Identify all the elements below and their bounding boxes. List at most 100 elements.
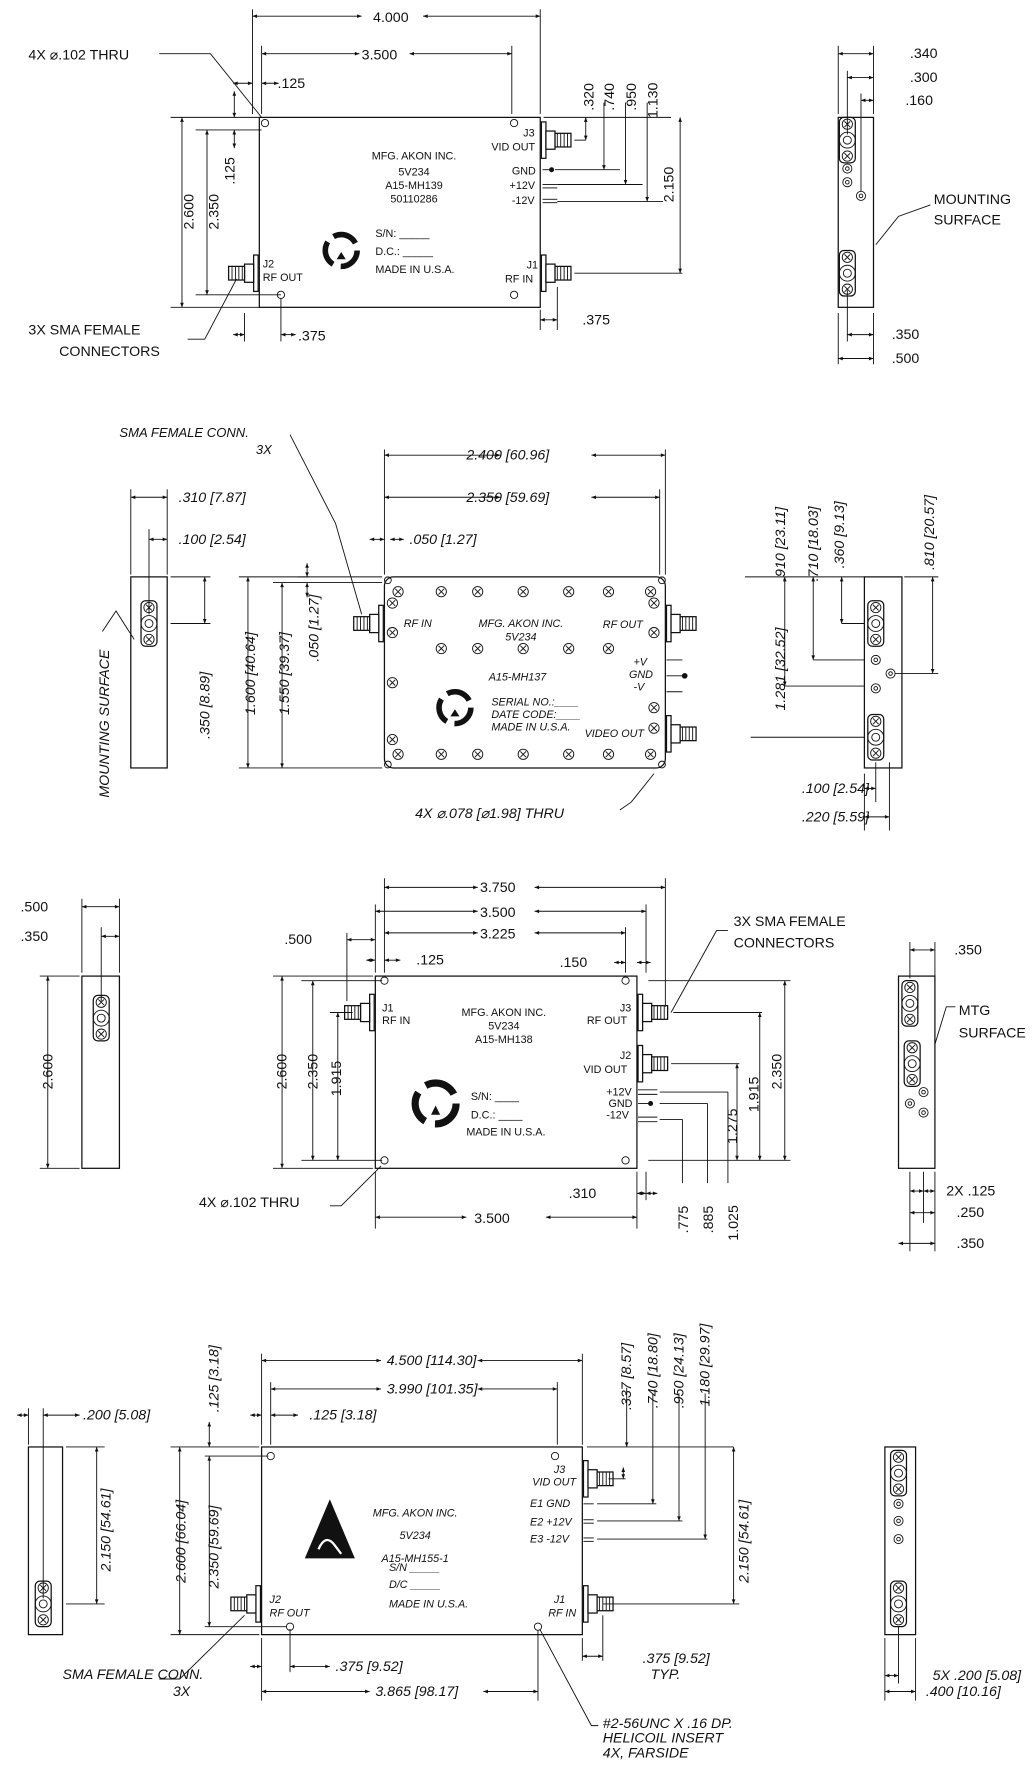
arrowhead [390, 537, 395, 542]
screw-head [648, 597, 660, 609]
screw-head [95, 1028, 107, 1040]
screw-slot [565, 751, 572, 758]
arrowhead [893, 1673, 899, 1678]
screw-slot [605, 751, 612, 758]
arrowhead [602, 165, 606, 170]
dim-height-holes: 2.350 [206, 194, 222, 230]
leader-line [159, 1614, 245, 1680]
screw-slot [474, 751, 481, 758]
arrowhead [257, 1413, 262, 1417]
arrowhead [346, 937, 352, 942]
manufacturer-label: MFG. AKON INC. [372, 150, 457, 162]
screw-slot [389, 736, 396, 743]
dim-left-375: .375 [298, 328, 326, 344]
model-label: A15-MH155-1 [381, 1553, 449, 1565]
screw-icon [906, 1042, 918, 1054]
arrowhead [731, 1599, 736, 1604]
side-connector-icon [92, 994, 110, 1042]
screw-slot [565, 588, 572, 595]
screw-slot [895, 1454, 902, 1461]
esd-arrow [431, 1105, 441, 1115]
arrowhead [591, 495, 596, 500]
arrowhead [162, 495, 168, 500]
connector-pin [96, 1013, 106, 1023]
screw-head [386, 733, 398, 746]
dim-v-edge: .050 [1.27] [306, 593, 322, 661]
dim-r2350: 2.350 [769, 1054, 785, 1090]
minus-v-label: -V [634, 682, 647, 694]
dim-950: .950 [24.13] [672, 1332, 688, 1408]
arrowhead [473, 909, 478, 914]
arrowhead [233, 332, 238, 337]
arrowhead [782, 681, 787, 687]
arrowhead [811, 576, 816, 582]
screw-icon [602, 642, 615, 655]
gnd-terminal [549, 167, 555, 173]
drawing-a15-mh137: SMA FEMALE CONN. 3X 2.400 [60.96] 2.350 … [97, 425, 938, 825]
arrowhead [535, 14, 541, 18]
surface-label: SURFACE [959, 1026, 1026, 1042]
drawing-a15-mh138: 3.750 3.500 3.225 .500 .125 .150 3X SMA … [20, 880, 1025, 1252]
connector-body [369, 613, 380, 634]
arrowhead [335, 1012, 340, 1018]
screw-slot [98, 999, 105, 1006]
arrowhead [660, 885, 666, 890]
dim-height-total: 1.600 [40.64] [243, 631, 259, 715]
arrowhead [207, 1622, 212, 1627]
terminal-core [858, 193, 864, 199]
arrowhead [370, 937, 376, 942]
arrowhead [246, 763, 250, 768]
arrowhead [507, 51, 512, 56]
mounting-hole [621, 1156, 630, 1165]
mounting-hole [621, 976, 630, 985]
j2-label: J2 [620, 1050, 631, 1062]
mounting-surface-label: MOUNTING SURFACE [97, 649, 113, 798]
screw-slot [474, 645, 481, 652]
mounting-label: MOUNTING [934, 192, 1011, 208]
screw-slot [908, 1044, 916, 1051]
dim-320: .320 [582, 83, 598, 111]
arrowhead [884, 1689, 890, 1694]
dim-r1275: 1.275 [725, 1108, 741, 1144]
arrowhead [577, 1358, 583, 1363]
screw-slot [145, 636, 153, 643]
arrowhead [483, 1689, 488, 1694]
screw-slot [650, 724, 658, 732]
esd-ring [436, 688, 474, 727]
screw-head [870, 715, 882, 727]
esd-arrow [336, 252, 346, 260]
arrowhead [94, 1599, 99, 1604]
screw-icon [644, 748, 657, 760]
screw-head [602, 642, 615, 655]
arrowhead [811, 655, 816, 660]
screw-head [644, 586, 657, 598]
screw-head [517, 642, 529, 655]
connector-pin [894, 1599, 903, 1609]
connector-nut [679, 726, 697, 742]
arrowhead [782, 576, 787, 582]
arrowhead [930, 948, 935, 952]
plus12v-label: +12V [606, 1087, 632, 1099]
screw-icon [435, 642, 447, 655]
vid-out-label: VID OUT [491, 141, 535, 153]
screw-icon [841, 150, 853, 162]
arrowhead [232, 91, 237, 96]
screw-slot [438, 645, 445, 652]
terminal-core [921, 1110, 926, 1115]
arrowhead [207, 1442, 212, 1447]
arrowhead [395, 958, 401, 962]
leader-line [101, 610, 135, 640]
arrowhead [81, 904, 87, 909]
arrowhead [202, 576, 207, 582]
arrowhead [305, 563, 309, 568]
screw-head [472, 748, 484, 760]
screw-slot [438, 588, 445, 595]
screw-slot [394, 751, 402, 758]
screw-slot [844, 152, 851, 160]
dim-3750: 3.750 [480, 880, 516, 896]
screw-icon [892, 1451, 905, 1463]
e2-plus12v-label: E2 +12V [530, 1516, 574, 1528]
arrowhead [930, 576, 935, 582]
arrowhead [552, 1387, 558, 1391]
gnd-label: GND [608, 1098, 632, 1110]
